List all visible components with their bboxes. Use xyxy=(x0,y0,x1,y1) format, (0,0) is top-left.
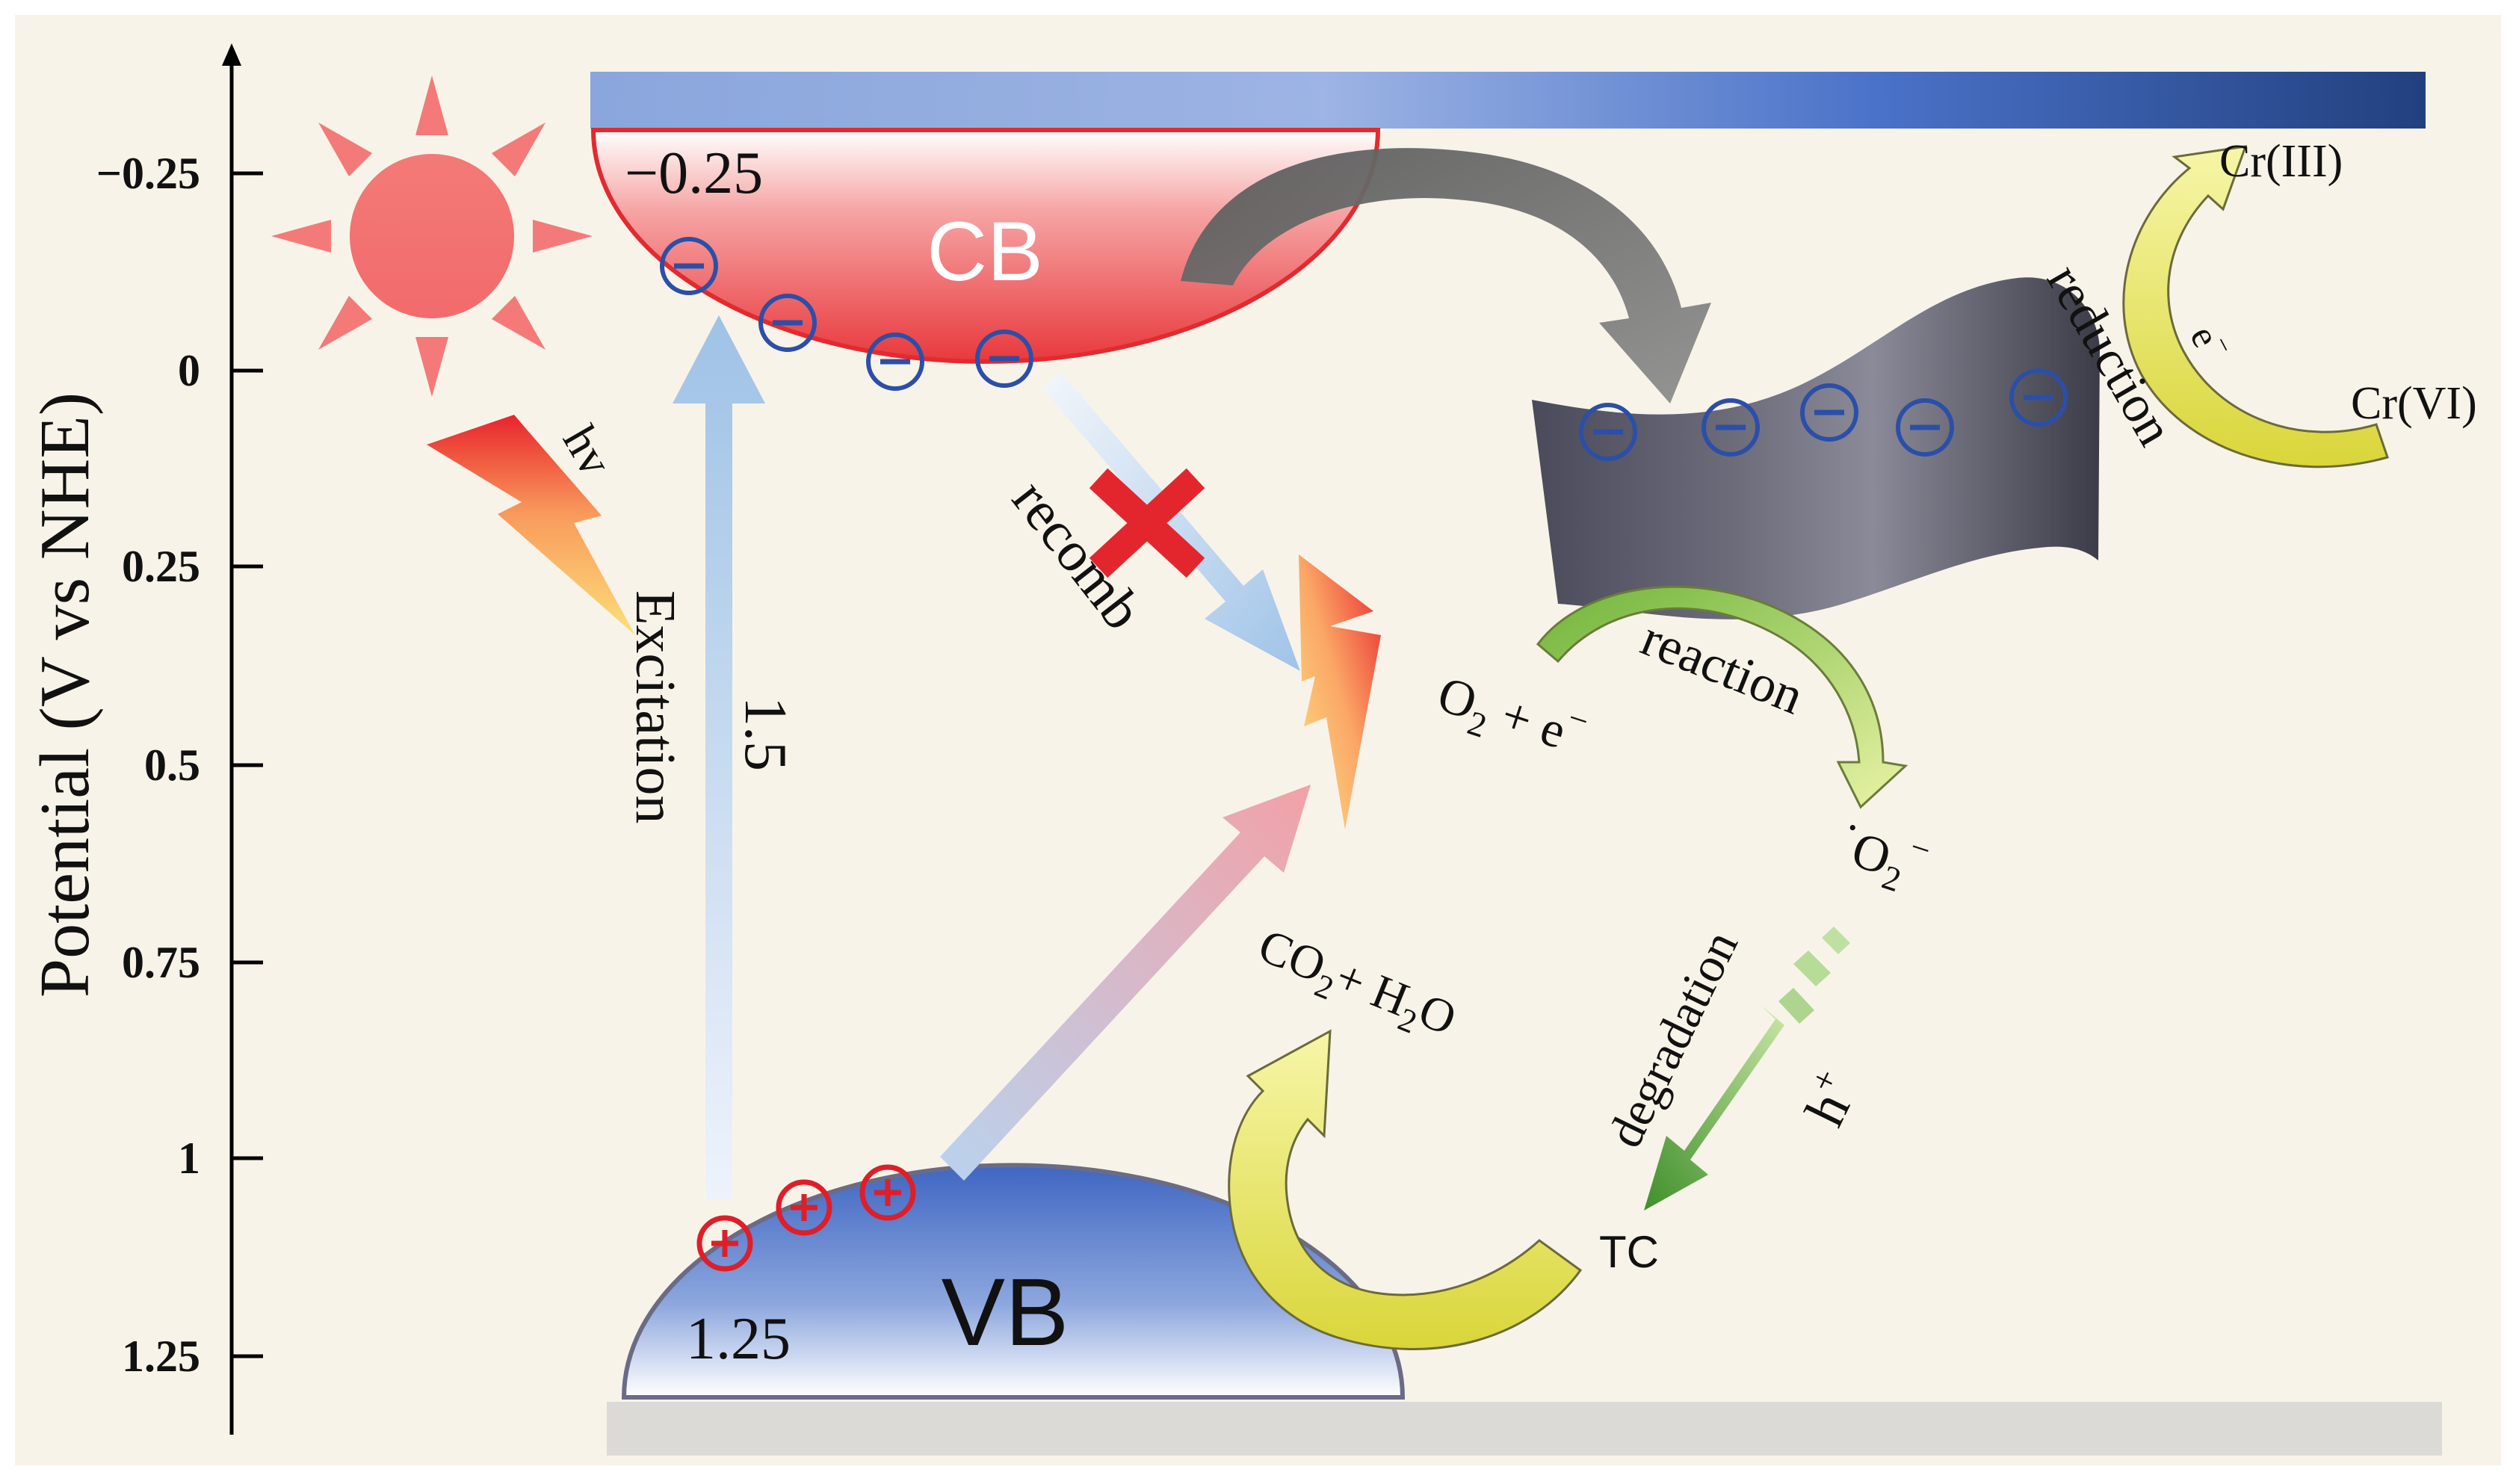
o2-reduction-label: O2 + e− xyxy=(1428,658,1593,774)
sun-ray xyxy=(318,295,373,350)
cb-label: CB xyxy=(927,205,1043,298)
y-tick-label: 0.25 xyxy=(122,542,200,591)
sun-ray xyxy=(491,122,546,177)
bottom-band-bar xyxy=(607,1402,2442,1456)
reaction-arrow xyxy=(1536,585,1908,809)
cr3-label: Cr(III) xyxy=(2219,136,2343,187)
cocatalyst-sheet xyxy=(1532,277,2100,619)
excitation-label: Excitation xyxy=(624,590,687,823)
hole-icon xyxy=(776,1179,832,1236)
sun-ray xyxy=(491,295,546,350)
degradation-arrow xyxy=(1644,927,1850,1211)
vb-label: VB xyxy=(942,1259,1069,1366)
mineralization-arrow xyxy=(1228,1029,1583,1350)
conduction-band xyxy=(590,128,1381,364)
central-lightning-bolt-icon xyxy=(1299,554,1381,829)
vb-value-label: 1.25 xyxy=(686,1306,791,1372)
y-axis-arrowhead xyxy=(222,43,241,66)
sun-ray xyxy=(415,75,448,135)
electron-icon xyxy=(758,294,817,352)
sun-icon xyxy=(271,75,593,397)
electron-icon xyxy=(660,237,718,295)
electron-icon xyxy=(975,330,1033,388)
excitation-arrow xyxy=(673,315,765,1199)
recombination-arrow xyxy=(1042,372,1300,671)
cr-reduction-arrow xyxy=(2122,145,2389,469)
hole-icon xyxy=(859,1164,916,1221)
y-tick-label: 1 xyxy=(178,1134,200,1183)
band-gap-value-label: 1.5 xyxy=(732,696,798,771)
electron-icon xyxy=(1896,398,1954,457)
electron-icon xyxy=(1579,403,1637,461)
y-tick-label: 0.75 xyxy=(122,938,200,987)
tc-label: TC xyxy=(1599,1227,1659,1277)
y-axis-label: Potential (V vs NHE) xyxy=(26,392,104,998)
y-tick-label: −0.25 xyxy=(96,149,200,198)
electron-icon xyxy=(866,333,924,391)
electron-icon xyxy=(1800,383,1858,442)
cr6-label: Cr(VI) xyxy=(2351,378,2477,429)
hv-lightning-bolt-icon xyxy=(427,415,635,635)
y-tick-label: 0 xyxy=(178,346,200,395)
sun-ray xyxy=(533,220,593,253)
valence-to-surface-arrow xyxy=(940,785,1311,1181)
top-band-bar xyxy=(590,72,2426,129)
electron-transfer-arrow xyxy=(1181,148,1711,404)
y-tick-label: 1.25 xyxy=(122,1332,200,1381)
hole-icon xyxy=(696,1215,753,1272)
electron-icon xyxy=(2009,368,2068,427)
sun-ray xyxy=(271,220,331,253)
sun-ray xyxy=(415,337,448,397)
cb-value-label: −0.25 xyxy=(625,140,763,206)
sun-ray xyxy=(318,122,373,177)
y-tick-label: 0.5 xyxy=(144,741,200,790)
y-axis: −0.25 0 0.25 0.5 0.75 1 1.25 xyxy=(96,43,263,1435)
blocked-recombination-cross-icon xyxy=(1089,468,1205,578)
electron-icon xyxy=(1701,398,1760,457)
